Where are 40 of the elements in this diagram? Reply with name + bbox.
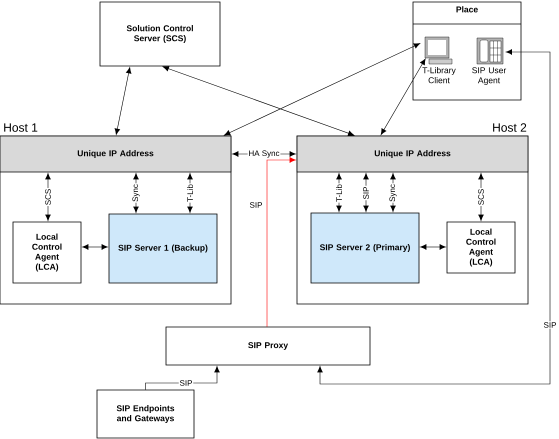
arrow <box>363 173 369 212</box>
arrow <box>133 173 139 213</box>
arrow <box>187 173 193 213</box>
edge-label: SIP <box>178 379 194 387</box>
arrow <box>114 67 132 135</box>
arrow <box>266 157 296 327</box>
arrow <box>162 66 354 136</box>
arrow <box>380 58 426 135</box>
node-label: Host 2 <box>493 123 526 132</box>
server-box: SIP Server 1 (Backup) <box>108 214 218 284</box>
arrow <box>336 173 342 212</box>
server-box: SIP Server 2 (Primary) <box>310 212 420 284</box>
device-label: SIP User Agent <box>472 67 506 85</box>
edge-label: HA Sync <box>248 150 280 158</box>
server-box: Solution Control Server (SCS) <box>100 2 220 66</box>
arrow <box>45 173 51 221</box>
edge-label: SIP <box>362 186 370 200</box>
proxy-box: SIP Proxy <box>166 326 370 366</box>
edge-label: Sync <box>132 183 140 203</box>
device-label: T-Library Client <box>422 67 456 84</box>
node-label: Host 1 <box>4 123 38 132</box>
address-bar: Unique IP Address <box>296 136 528 172</box>
edge-label: T-Lib <box>186 183 194 203</box>
arrow <box>390 173 396 212</box>
agent-box: Local Control Agent (LCA) <box>12 222 82 284</box>
arrow <box>317 49 550 384</box>
arrow <box>82 244 108 250</box>
endpoint-box: SIP Endpoints and Gateways <box>96 390 194 438</box>
edge-label: SIP <box>248 201 264 209</box>
edge-label: T-Lib <box>335 183 343 203</box>
arrow <box>145 366 220 390</box>
arrow <box>478 173 484 221</box>
edge-label: SCS <box>477 188 485 206</box>
edge-label: SIP <box>542 321 558 329</box>
edge-label: SCS <box>44 188 52 206</box>
address-bar: Unique IP Address <box>0 136 232 172</box>
arrow <box>420 244 446 250</box>
arrow <box>224 43 420 136</box>
edge-label: Sync <box>388 183 398 203</box>
agent-box: Local Control Agent (LCA) <box>446 222 516 274</box>
